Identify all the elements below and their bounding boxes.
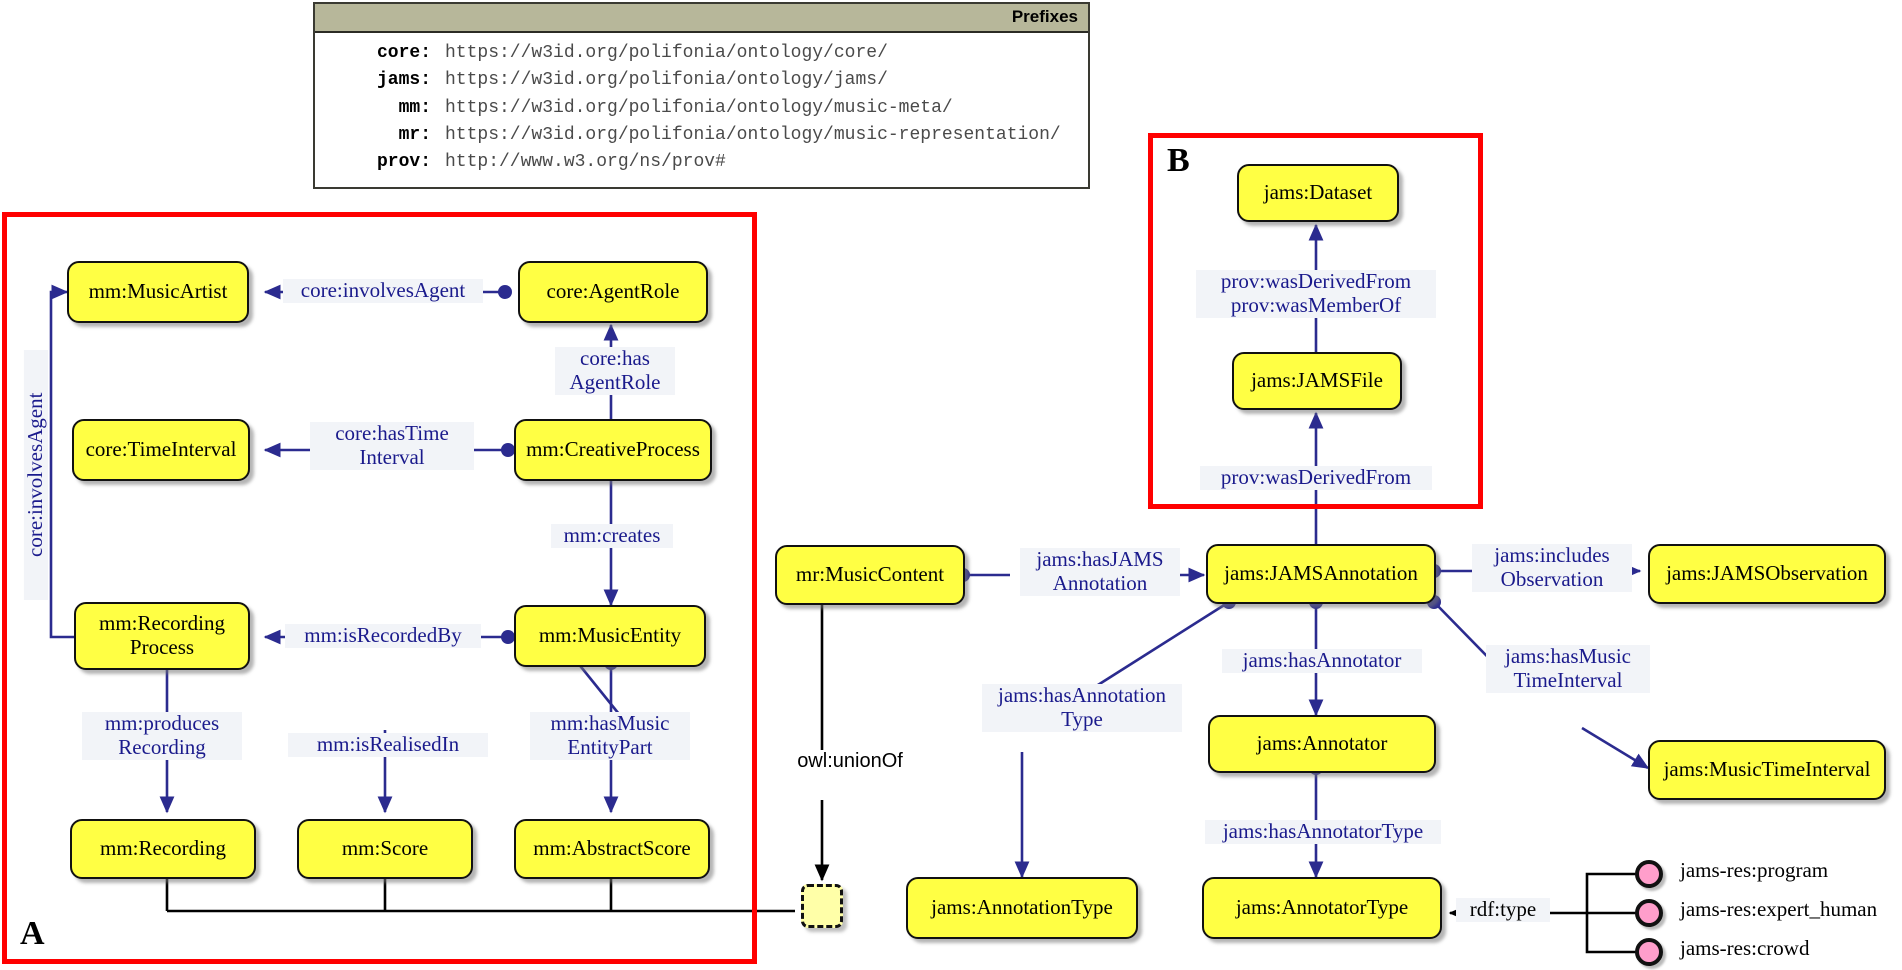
prefixes-table: Prefixes core: https://w3id.org/polifoni… <box>313 2 1090 189</box>
edge-label-mm-isrealisedin: mm:isRealisedIn <box>288 732 488 757</box>
node-mm-abstractscore[interactable]: mm:AbstractScore <box>514 819 710 879</box>
edge-label-mm-isrecordedby: mm:isRecordedBy <box>285 623 481 648</box>
prefixes-title: Prefixes <box>315 4 1088 33</box>
edge-label-jams-hasannotatortype: jams:hasAnnotatorType <box>1205 819 1441 844</box>
edge-label-mm-creates: mm:creates <box>551 523 673 548</box>
prefix-key: core: <box>376 43 431 63</box>
edge-label-jams-includesobservation: jams:includes Observation <box>1472 543 1632 592</box>
edge-label-prov-wasderivedfrom-top: prov:wasDerivedFrom prov:wasMemberOf <box>1196 269 1436 318</box>
individual-circle-expert-human[interactable] <box>1635 899 1663 927</box>
node-jams-annotator[interactable]: jams:Annotator <box>1208 715 1436 773</box>
individual-circle-crowd[interactable] <box>1635 938 1663 966</box>
edge-label-core-involvesagent: core:involvesAgent <box>283 278 483 303</box>
panel-b-frame <box>1148 133 1483 509</box>
edge-label-mm-producesrecording: mm:produces Recording <box>82 711 242 760</box>
node-mm-score[interactable]: mm:Score <box>297 819 473 879</box>
prefix-key: mr: <box>398 125 431 146</box>
node-mm-recordingprocess[interactable]: mm:Recording Process <box>74 602 250 670</box>
edge-label-core-hastimeinterval: core:hasTime Interval <box>310 421 474 470</box>
prefix-row: mm: https://w3id.org/polifonia/ontology/… <box>315 95 1088 122</box>
edge-label-jams-hasannotationtype: jams:hasAnnotation Type <box>982 683 1182 732</box>
prefix-key: prov: <box>376 152 431 173</box>
prefix-value: http://www.w3.org/ns/prov# <box>445 152 726 173</box>
edge-label-owl-unionof: owl:unionOf <box>790 750 910 773</box>
panel-a-frame <box>2 212 757 964</box>
prefix-key: mm: <box>398 97 431 118</box>
panel-a-letter: A <box>20 915 45 952</box>
node-mm-musicentity[interactable]: mm:MusicEntity <box>514 605 706 667</box>
prefix-row: prov: http://www.w3.org/ns/prov# <box>315 149 1088 176</box>
edge-label-core-involvesagent-vertical: core:involvesAgent <box>23 350 48 600</box>
node-owl-union-blank[interactable] <box>801 884 843 928</box>
prefix-value: https://w3id.org/polifonia/ontology/musi… <box>445 97 953 118</box>
individual-label-program: jams-res:program <box>1680 858 1829 882</box>
node-core-agentrole[interactable]: core:AgentRole <box>518 261 708 323</box>
prefix-value: https://w3id.org/polifonia/ontology/jams… <box>445 70 888 91</box>
prefix-row: mr: https://w3id.org/polifonia/ontology/… <box>315 122 1088 149</box>
node-jams-annotatortype[interactable]: jams:AnnotatorType <box>1202 877 1442 939</box>
prefix-row: jams: https://w3id.org/polifonia/ontolog… <box>315 67 1088 94</box>
prefix-row: core: https://w3id.org/polifonia/ontolog… <box>315 40 1088 67</box>
node-jams-jamsfile[interactable]: jams:JAMSFile <box>1232 352 1402 410</box>
node-core-timeinterval[interactable]: core:TimeInterval <box>72 419 250 481</box>
edge-label-jams-hasannotator: jams:hasAnnotator <box>1222 648 1422 673</box>
individual-circle-program[interactable] <box>1635 860 1663 888</box>
node-mm-recording[interactable]: mm:Recording <box>70 819 256 879</box>
prefix-value: https://w3id.org/polifonia/ontology/musi… <box>445 125 1061 146</box>
edge-label-jams-hasjamsannotation: jams:hasJAMS Annotation <box>1020 547 1180 596</box>
node-jams-annotationtype[interactable]: jams:AnnotationType <box>906 877 1138 939</box>
prefixes-body: core: https://w3id.org/polifonia/ontolog… <box>315 33 1088 187</box>
node-jams-jamsannotation[interactable]: jams:JAMSAnnotation <box>1206 544 1436 604</box>
node-mm-creativeprocess[interactable]: mm:CreativeProcess <box>514 419 712 481</box>
prefix-value: https://w3id.org/polifonia/ontology/core… <box>445 43 888 63</box>
individual-label-crowd: jams-res:crowd <box>1680 936 1810 960</box>
edge-label-mm-hasmusicentitypart: mm:hasMusic EntityPart <box>530 711 690 760</box>
node-mm-musicartist[interactable]: mm:MusicArtist <box>67 261 249 323</box>
edge-label-prov-wasderivedfrom-bottom: prov:wasDerivedFrom <box>1200 465 1432 490</box>
edge-label-rdf-type: rdf:type <box>1456 897 1550 922</box>
panel-b-letter: B <box>1167 142 1190 179</box>
prefix-key: jams: <box>376 70 431 91</box>
node-jams-dataset[interactable]: jams:Dataset <box>1237 164 1399 222</box>
edge-label-jams-hasmusictimeinterval: jams:hasMusic TimeInterval <box>1486 644 1650 693</box>
edge-label-core-hasagentrole: core:has AgentRole <box>555 346 675 395</box>
node-jams-jamsobservation[interactable]: jams:JAMSObservation <box>1648 544 1886 604</box>
node-mr-musiccontent[interactable]: mr:MusicContent <box>775 545 965 605</box>
node-jams-musictimeinterval[interactable]: jams:MusicTimeInterval <box>1648 740 1886 800</box>
individual-label-expert-human: jams-res:expert_human <box>1680 897 1878 921</box>
